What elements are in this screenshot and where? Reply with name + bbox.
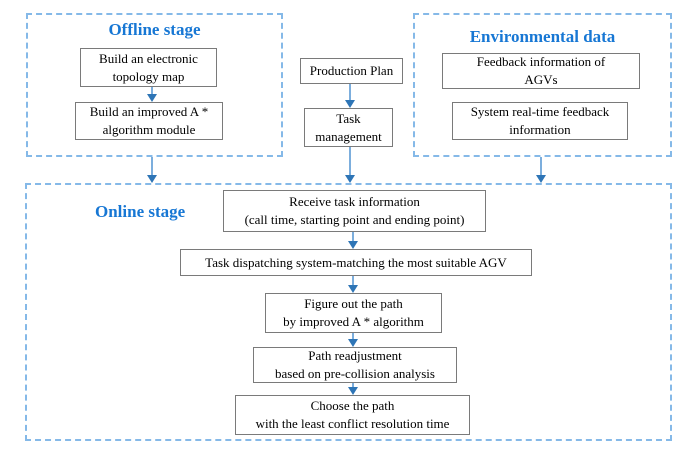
box-path-readjustment: Path readjustment based on pre-collision… [253, 347, 457, 383]
arrow-down-icon [352, 276, 354, 285]
arrow-down-icon [349, 84, 351, 100]
arrow-down-icon [352, 232, 354, 241]
offline-stage-title: Offline stage [108, 20, 201, 39]
environmental-data-title: Environmental data [469, 27, 616, 46]
box-build-improved-astar-module: Build an improved A * algorithm module [75, 102, 223, 140]
offline-stage-container: Offline stage [26, 13, 283, 157]
box-choose-path: Choose the path with the least conflict … [235, 395, 470, 435]
arrow-down-icon [151, 87, 153, 94]
box-feedback-information-agvs: Feedback information of AGVs [442, 53, 640, 89]
box-task-management: Task management [304, 108, 393, 147]
arrow-down-icon [540, 157, 542, 175]
box-figure-out-path: Figure out the path by improved A * algo… [265, 293, 442, 333]
box-receive-task-information: Receive task information (call time, sta… [223, 190, 486, 232]
arrow-down-icon [349, 147, 351, 175]
box-task-dispatching-system: Task dispatching system-matching the mos… [180, 249, 532, 276]
online-stage-title: Online stage [95, 202, 186, 221]
arrow-down-icon [151, 157, 153, 175]
box-production-plan: Production Plan [300, 58, 403, 84]
box-build-electronic-topology-map: Build an electronic topology map [80, 48, 217, 87]
arrow-down-icon [352, 383, 354, 387]
online-stage-container [25, 183, 672, 441]
environmental-data-container: Environmental data [413, 13, 672, 157]
box-system-realtime-feedback: System real-time feedback information [452, 102, 628, 140]
arrow-down-icon [352, 333, 354, 339]
